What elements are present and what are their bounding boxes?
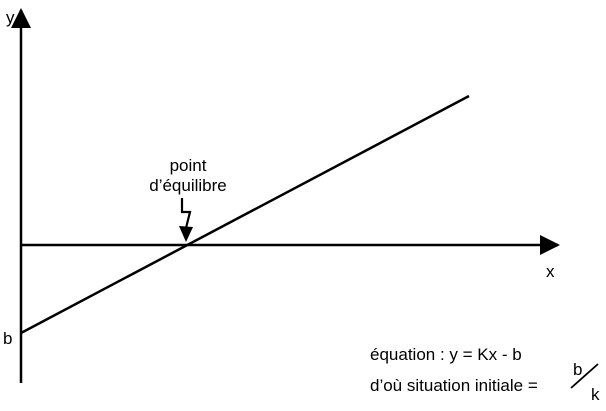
initial-situation-text: d’où situation initiale = (370, 376, 538, 395)
equilibrium-callout: point d’équilibre (128, 156, 248, 196)
equilibrium-pointer-arrowhead (179, 226, 193, 242)
equation-line (20, 94, 470, 335)
fraction-denominator: k (591, 385, 600, 404)
fraction-numerator: b (573, 360, 583, 379)
equilibrium-pointer-arrow (180, 198, 192, 229)
equation-text: équation : y = Kx - b (370, 345, 522, 364)
x-axis-label: x (546, 262, 555, 281)
y-axis-label: y (6, 8, 15, 27)
callout-line-2: d’équilibre (149, 176, 227, 195)
intercept-label: b (3, 329, 13, 348)
fraction-slash (570, 363, 599, 389)
callout-line-1: point (169, 156, 207, 175)
